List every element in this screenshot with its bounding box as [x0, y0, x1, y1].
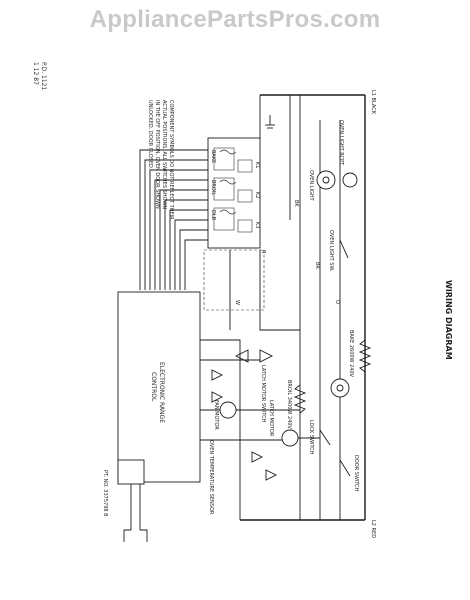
- fan-motor: FAN MOTOR: [213, 400, 237, 430]
- oven-temperature-sensor: OVEN TEMPERATURE SENSOR: [123, 440, 214, 542]
- wire-label-br: BR: [314, 262, 320, 269]
- electronic-range-control: ELECTRONIC RANGE CONTROL: [117, 291, 201, 485]
- part-number-block: P.D. 1121 1 12 87: [32, 62, 47, 90]
- relay-label-6: K3: [254, 222, 260, 228]
- wire-label-r: R: [260, 250, 266, 254]
- broil-element-label: BROIL 3400W 240V: [286, 380, 292, 429]
- note-line-2: ACTUAL POSITIONS. ALL SWITCHES SHOWN: [161, 100, 167, 209]
- note-line-3: IN THE OFF POSITION. OVEN DOOR SHOWN: [154, 100, 160, 209]
- date-code: 1 12 87: [32, 62, 39, 85]
- note-line-4: UNLOCKED. DOOR CLOSED.: [147, 100, 153, 170]
- l1-label: L1 BLACK: [370, 90, 376, 115]
- broil-heating-element: BROIL 3400W 240V: [286, 380, 307, 429]
- latch-motor-switch: LATCH MOTOR SWITCH: [234, 349, 274, 423]
- relay-label-2: BROIL: [210, 180, 216, 195]
- bus-wires: [240, 94, 366, 521]
- lock-switch-label: LOCK SWITCH: [308, 420, 314, 455]
- harness-wires: [139, 149, 208, 290]
- lock-switch: LOCK SWITCH: [308, 420, 331, 455]
- load-wires: [200, 250, 320, 520]
- part-number-top: P.D. 1121: [40, 62, 47, 90]
- broil-element: [330, 378, 350, 398]
- oven-sensor-label: OVEN TEMPERATURE SENSOR: [208, 440, 214, 515]
- oven-light: OVEN LIGHT: [308, 170, 336, 202]
- latch-motor-label: LATCH MOTOR: [268, 400, 274, 437]
- door-switch-label: DOOR SWITCH: [353, 455, 359, 492]
- bake-element: BAKE 2600W 240V: [348, 330, 372, 378]
- erc-label-line-2: CONTROL: [150, 372, 157, 402]
- watermark-text: AppliancePartsPros.com: [89, 6, 381, 33]
- l2-label: L2 RED: [370, 520, 376, 538]
- relay-label-3: DLB: [210, 210, 216, 221]
- latch-motor: LATCH MOTOR: [268, 400, 299, 447]
- part-number-bottom: PT. NO. 3375798 B: [102, 470, 108, 517]
- wire-label-o: O: [334, 300, 340, 304]
- oven-light-receptacle: OVEN LIGHT RCPT.: [338, 120, 358, 188]
- bake-element-label: BAKE 2600W 240V: [348, 330, 354, 378]
- wire-label-w: W: [234, 300, 240, 305]
- relay-label-1: BAKE: [210, 150, 216, 163]
- oven-light-receptacle-label: OVEN LIGHT RCPT.: [338, 120, 344, 166]
- oven-light-switch-label: OVEN LIGHT SW.: [328, 230, 334, 272]
- wire-labels: BK R W BR O: [234, 200, 340, 305]
- relay-label-4: K1: [254, 162, 260, 168]
- fan-motor-label: FAN MOTOR: [213, 400, 219, 430]
- oven-light-label: OVEN LIGHT: [308, 170, 314, 202]
- relay-label-5: K2: [254, 192, 260, 198]
- ground-symbol: [265, 115, 275, 129]
- oven-light-switch: OVEN LIGHT SW.: [328, 230, 349, 272]
- terminal-triangles: [211, 369, 278, 481]
- wire-label-bk: BK: [293, 200, 299, 207]
- relay-region: [203, 249, 265, 311]
- door-switch: DOOR SWITCH: [339, 455, 359, 492]
- erc-label-line-1: ELECTRONIC RANGE: [158, 362, 165, 423]
- relay-block: BAKE BROIL DLB K1 K2 K3: [207, 137, 261, 249]
- latch-motor-switch-label: LATCH MOTOR SWITCH: [260, 365, 266, 423]
- diagram-title: WIRING DIAGRAM: [444, 280, 453, 360]
